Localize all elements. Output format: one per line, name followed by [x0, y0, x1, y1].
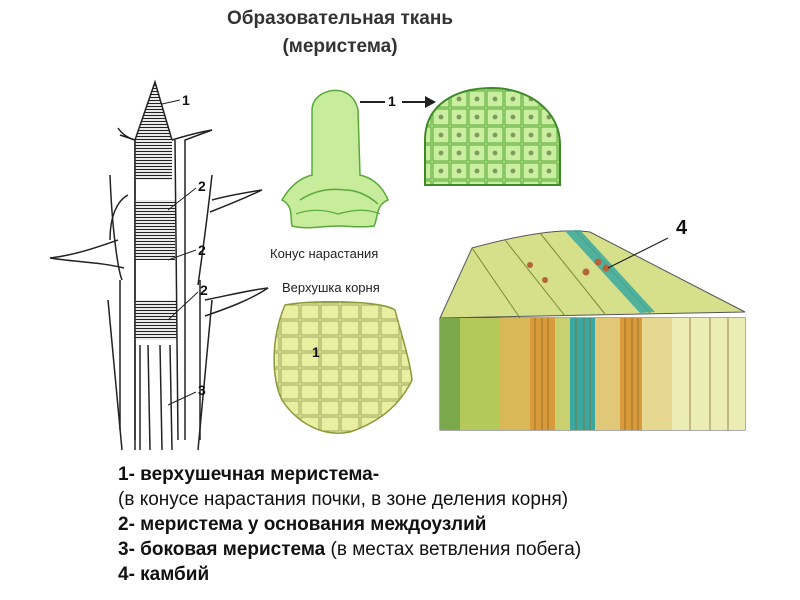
label-root-tip: Верхушка корня	[282, 280, 380, 295]
legend-item-1-detail: (в конусе нарастания почки, в зоне делен…	[118, 489, 569, 510]
marker-shoot-apex: 1	[182, 92, 190, 108]
marker-cone-arrow: 1	[388, 93, 396, 109]
marker-shoot-node-b: 2	[198, 242, 206, 258]
legend-item-3-detail: (в местах ветвления побега)	[325, 539, 582, 560]
legend-item-3: 3- боковая меристема (в местах ветвления…	[118, 537, 768, 562]
label-growth-cone: Конус нарастания	[270, 246, 379, 261]
cone-arrow	[360, 96, 436, 108]
marker-cambium: 4	[676, 217, 688, 239]
root-tip-cells	[273, 301, 413, 434]
apical-meristem-cells	[424, 86, 561, 186]
legend-item-4: 4- камбий	[118, 564, 210, 585]
marker-shoot-node-a: 2	[198, 178, 206, 194]
marker-shoot-base: 3	[198, 382, 206, 398]
legend-item-1: 1- верхушечная меристема-	[118, 464, 380, 485]
slide-title: Образовательная ткань	[226, 8, 454, 29]
slide-subtitle: (меристема)	[282, 36, 398, 57]
marker-root-tip: 1	[312, 344, 320, 360]
legend: 1- верхушечная меристема- (в конусе нара…	[118, 462, 768, 587]
stem-cross-section	[439, 229, 746, 431]
shoot-diagram	[49, 79, 269, 451]
legend-item-2: 2- меристема у основания междоузлий	[118, 514, 487, 535]
marker-shoot-node-c: 2	[200, 282, 208, 298]
growth-cone	[280, 89, 389, 229]
legend-item-3-title: 3- боковая меристема	[118, 539, 326, 560]
